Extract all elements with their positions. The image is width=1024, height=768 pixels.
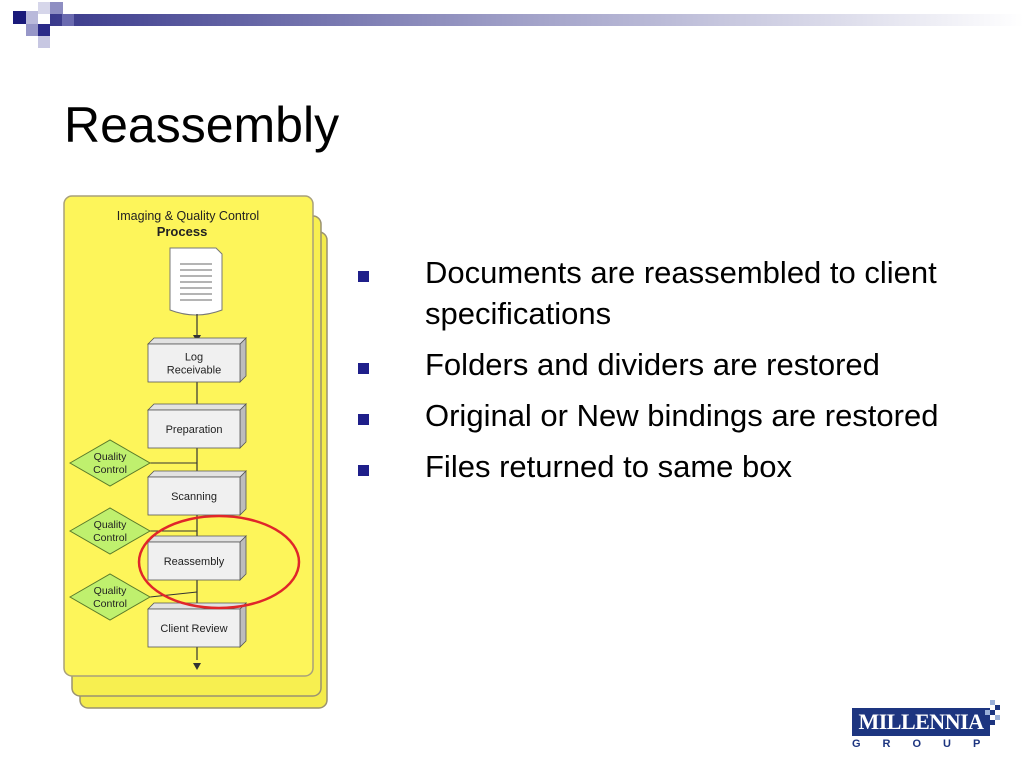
bullet-square-icon [358,465,369,476]
flow-step-box: Client Review [147,602,247,648]
flow-step-label: Preparation [166,424,223,436]
quality-controls: QualityControlQualityControlQualityContr… [68,439,152,621]
bullet-text: Original or New bindings are restored [425,398,939,433]
quality-control-label: Quality [94,451,127,463]
bullet-item: Documents are reassembled to client spec… [355,252,995,334]
logo-plus-mark [985,700,1000,725]
document-icon [169,247,223,316]
highlight-ring [137,514,301,610]
flowchart-heading: Imaging & Quality Control [117,209,259,223]
flowchart-subheading: Process [157,224,208,239]
bullet-square-icon [358,414,369,425]
flow-step-box: Scanning [147,470,247,516]
bullet-text: Documents are reassembled to client spec… [425,255,937,331]
bullet-list: Documents are reassembled to client spec… [355,252,995,497]
quality-control-label: Control [93,532,127,544]
flow-steps: LogReceivablePreparationScanningReassemb… [147,337,247,648]
quality-control-label: Quality [94,585,127,597]
bullet-item: Original or New bindings are restored [355,395,995,436]
slide-title: Reassembly [64,97,340,153]
quality-control-label: Control [93,598,127,610]
flow-step-box: Preparation [147,403,247,449]
flow-step-label: Receivable [167,365,221,377]
header-decoration [13,2,1024,48]
bullet-item: Files returned to same box [355,446,995,487]
bullet-text: Folders and dividers are restored [425,347,880,382]
logo-subtitle: GROUP [852,738,1003,750]
quality-control-label: Control [93,464,127,476]
bullet-text: Files returned to same box [425,449,793,484]
quality-control-label: Quality [94,519,127,531]
flow-step-box: Reassembly [147,535,247,581]
flow-step-label: Scanning [171,491,217,503]
logo-wordmark: MILLENNIA [852,708,990,736]
flow-step-label: Log [185,352,203,364]
bullet-item: Folders and dividers are restored [355,344,995,385]
bullet-square-icon [358,363,369,374]
bullet-square-icon [358,271,369,282]
flow-step-label: Reassembly [164,556,225,568]
flow-step-label: Client Review [160,623,227,635]
process-flowchart: Imaging & Quality Control Process LogRec… [63,195,328,709]
millennia-group-logo: MILLENNIA GROUP [852,700,1002,756]
